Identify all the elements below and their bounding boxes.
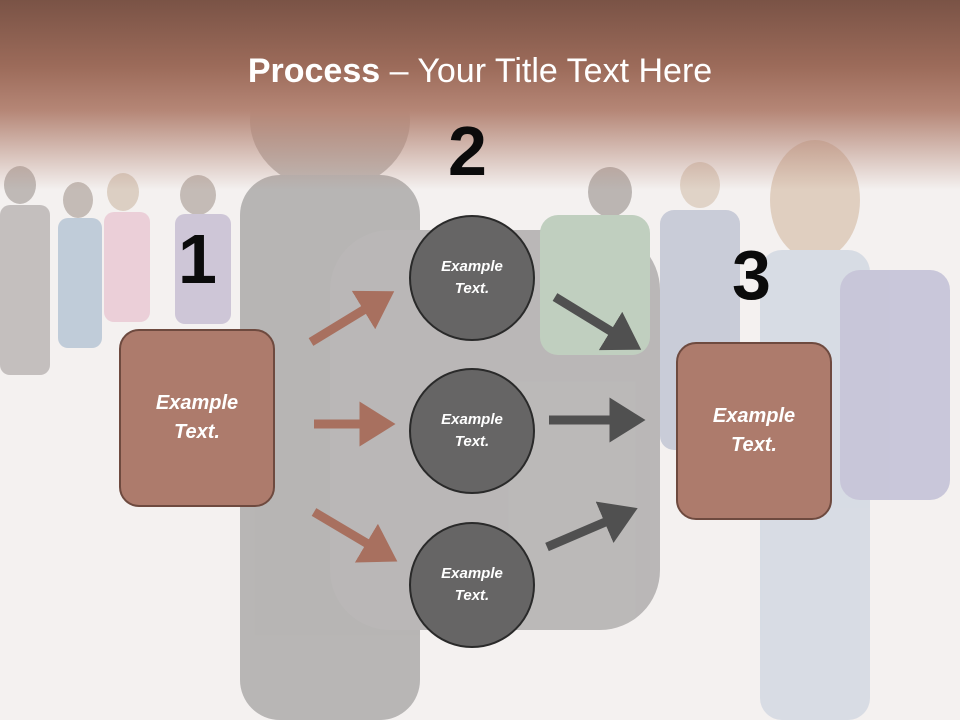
step-3-box: Example Text.: [676, 342, 832, 520]
circle-bottom-line2: Text.: [454, 587, 490, 604]
circle-middle-line2: Text.: [454, 433, 490, 450]
arrow-left-up: [308, 290, 395, 346]
arrow-right-up: [545, 501, 638, 552]
step-number-3: 3: [732, 236, 771, 314]
arrow-right-down: [552, 293, 642, 351]
circle-bottom-line1: Example: [441, 564, 503, 582]
header-band: [0, 0, 960, 190]
title-rest: – Your Title Text Here: [380, 52, 713, 90]
title-bold: Process: [247, 52, 381, 90]
circle-top-line1: Example: [441, 257, 503, 275]
step-number-1: 1: [178, 220, 217, 298]
step-1-box: Example Text.: [119, 329, 275, 507]
step-1-text-line2: Text.: [174, 421, 220, 443]
step-2-circle-bottom: Example Text.: [409, 522, 535, 648]
circle-middle-line1: Example: [441, 410, 503, 428]
step-3-text-line1: Example: [712, 405, 796, 427]
slide-title: Process – Your Title Text Here: [0, 52, 960, 91]
arrow-left-down: [311, 508, 398, 563]
step-3-text-line2: Text.: [731, 434, 777, 456]
step-1-text-line1: Example: [155, 392, 239, 414]
step-2-circle-top: Example Text.: [409, 215, 535, 341]
step-2-circle-middle: Example Text.: [409, 368, 535, 494]
circle-top-line2: Text.: [454, 280, 490, 297]
step-number-2: 2: [448, 112, 487, 190]
